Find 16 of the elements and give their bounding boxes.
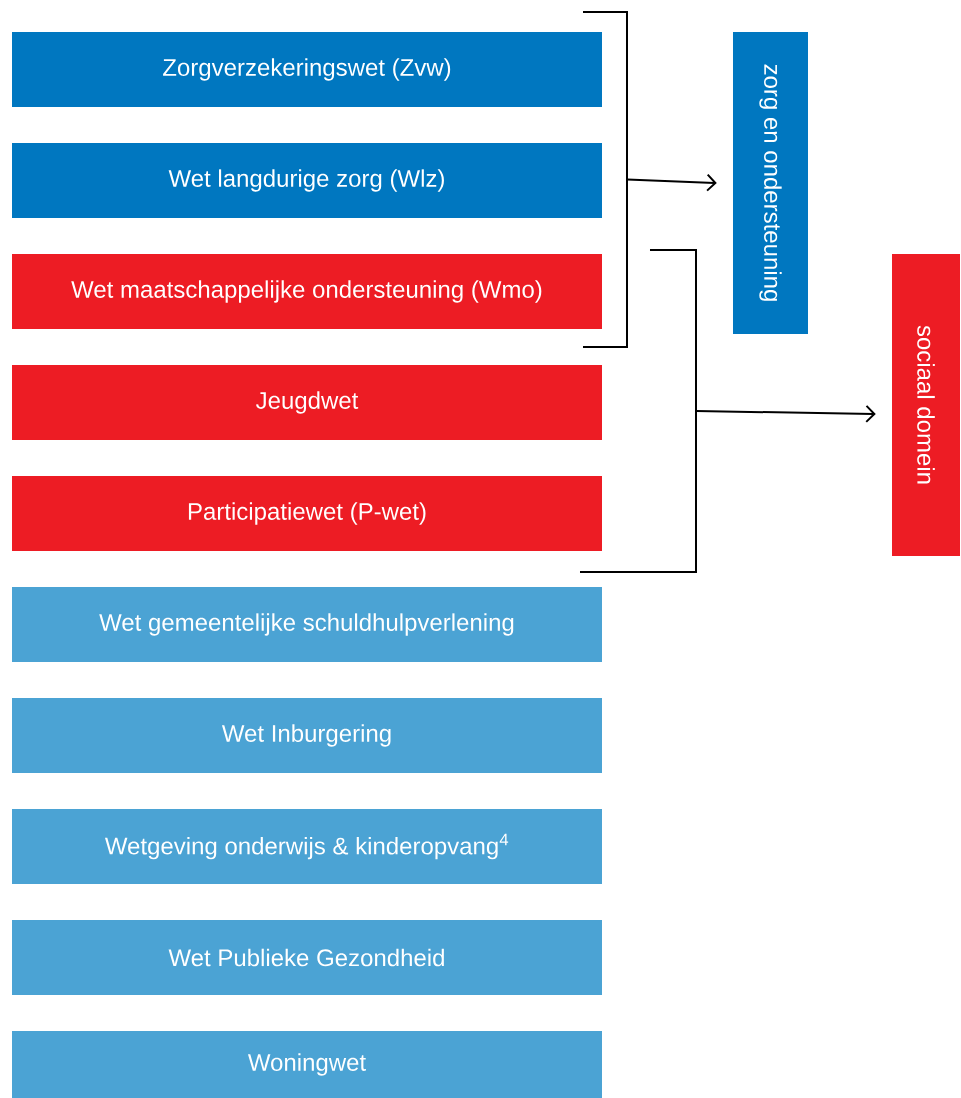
law-box: Wet Inburgering [12, 698, 602, 773]
bracket [579, 249, 697, 573]
law-box: Wet gemeentelijke schuldhulpverlening [12, 587, 602, 662]
law-box: Jeugdwet [12, 365, 602, 440]
arrow [695, 404, 876, 423]
label-box: zorg en ondersteuning [733, 32, 808, 334]
law-box: Participatiewet (P-wet) [12, 476, 602, 551]
law-box: Wet maatschappelijke ondersteuning (Wmo) [12, 254, 602, 329]
law-box: Woningwet [12, 1031, 602, 1098]
law-box: Wetgeving onderwijs & kinderopvang$^{4}$ [12, 809, 602, 884]
arrow [626, 173, 717, 192]
law-box: Zorgverzekeringswet (Zvw) [12, 32, 602, 107]
law-box: Wet langdurige zorg (Wlz) [12, 143, 602, 218]
label-box: sociaal domein [892, 254, 960, 556]
bracket [582, 11, 628, 348]
law-box: Wet Publieke Gezondheid [12, 920, 602, 995]
